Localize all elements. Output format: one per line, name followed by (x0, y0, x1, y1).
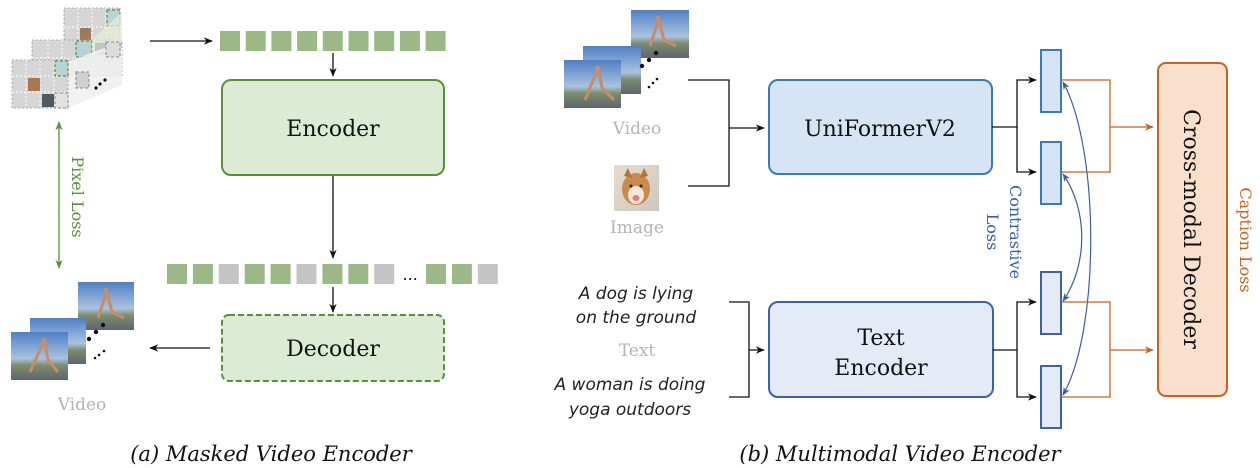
visible-token (192, 264, 213, 284)
connector-text-to-features-2 (1016, 350, 1037, 401)
text-sample-2-line2: yoga outdoors (568, 400, 691, 420)
visible-token (220, 31, 240, 51)
encoder-block: Encoder (221, 79, 445, 176)
contrastive-arrow-outer (1062, 81, 1092, 396)
visible-token (426, 264, 446, 284)
pixel-loss-label: Pixel Loss (68, 156, 87, 237)
panel-masked-video-encoder: Encoder ... Decoder (11, 7, 498, 466)
masked-video-cube (11, 7, 123, 109)
caption-connector-vision (1061, 79, 1153, 173)
masked-token (374, 264, 395, 284)
decoder-label: Decoder (286, 337, 380, 362)
video-label-b: Video (612, 119, 662, 139)
visible-token (270, 264, 291, 284)
contrastive-loss-line2: Loss (983, 214, 1002, 251)
text-feature-token-2 (1040, 365, 1062, 429)
reconstructed-video-frames (11, 282, 134, 380)
text-encoder-block: Text Encoder (768, 301, 994, 398)
video-label-a: Video (57, 395, 107, 415)
text-encoder-label-line1: Text (857, 326, 904, 351)
caption-connector-text (1061, 301, 1153, 398)
masked-token-row: ... (167, 264, 498, 284)
connector-vision-to-features (992, 76, 1037, 128)
text-encoder-label-line2: Encoder (834, 356, 928, 381)
connector-vision-inputs (688, 79, 764, 187)
contrastive-arrow-inner (1062, 173, 1083, 302)
input-token-row (220, 31, 446, 51)
visible-token (399, 31, 420, 51)
masked-token (477, 264, 498, 284)
caption-b: (b) Multimodal Video Encoder (739, 442, 1062, 466)
visible-token (348, 31, 369, 51)
masked-token (218, 264, 239, 284)
input-video-frames (564, 10, 689, 108)
text-feature-token-1 (1040, 271, 1062, 335)
token-ellipsis: ... (402, 265, 417, 284)
uniformerv2-label: UniFormerV2 (804, 117, 956, 142)
connector-vision-to-features-2 (1016, 127, 1037, 176)
cross-modal-decoder-label: Cross-modal Decoder (1178, 109, 1203, 349)
decoder-block: Decoder (221, 314, 445, 382)
visible-token (244, 264, 265, 284)
visible-token (425, 31, 446, 51)
encoder-label: Encoder (286, 117, 380, 142)
text-label: Text (619, 341, 656, 361)
text-sample-2-line1: A woman is doing (554, 375, 706, 395)
panel-multimodal-video-encoder: Video Image UniFormerV2 A dog is lying o… (554, 10, 1255, 466)
connector-text-inputs (729, 301, 764, 398)
caption-loss-label: Caption Loss (1236, 187, 1255, 292)
video-ellipsis-icon (86, 322, 106, 360)
masked-token (296, 264, 317, 284)
caption-a: (a) Masked Video Encoder (130, 442, 413, 466)
uniformerv2-block: UniFormerV2 (768, 79, 993, 175)
contrastive-loss-line1: Contrastive (1006, 185, 1025, 279)
text-sample-1-line2: on the ground (576, 308, 697, 328)
visible-token (451, 264, 472, 284)
visible-token (167, 264, 187, 284)
cross-modal-decoder-block: Cross-modal Decoder (1157, 62, 1228, 397)
visible-token (271, 31, 292, 51)
visible-token (322, 31, 343, 51)
visible-token (322, 264, 343, 284)
visible-token (297, 31, 318, 51)
visible-token (374, 31, 395, 51)
image-label: Image (610, 218, 664, 238)
visible-token (348, 264, 369, 284)
vision-feature-token-1 (1040, 49, 1062, 113)
text-sample-1-line1: A dog is lying (578, 284, 694, 304)
cube-ellipsis-icon (94, 78, 107, 90)
video-ellipsis-icon (639, 50, 659, 89)
visible-token (245, 31, 266, 51)
vision-feature-token-2 (1040, 141, 1062, 205)
cube-frame-front (11, 41, 122, 109)
connector-text-to-features (993, 298, 1037, 351)
input-image-thumbnail (614, 165, 659, 211)
